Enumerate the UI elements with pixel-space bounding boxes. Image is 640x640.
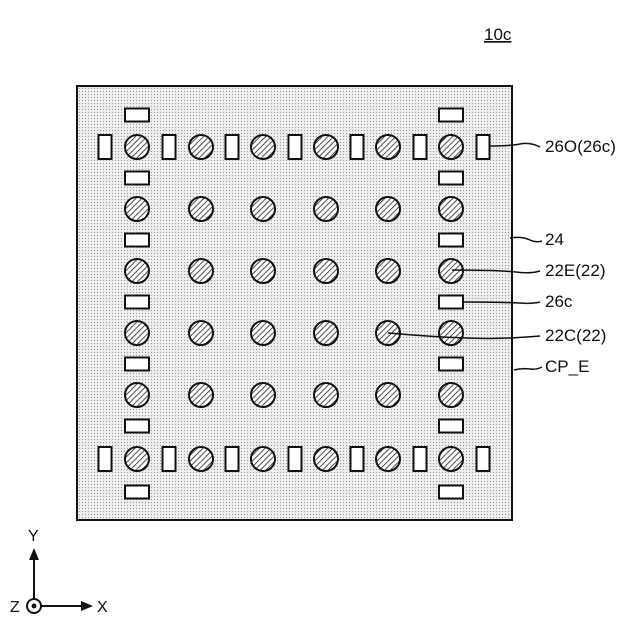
- label-26c: 26c: [545, 292, 573, 311]
- dummy-pad: [477, 135, 490, 159]
- dummy-pad: [414, 447, 427, 471]
- pad: [439, 234, 463, 247]
- edge-bump: [125, 197, 149, 221]
- dummy-pad: [226, 135, 239, 159]
- center-bump: [314, 197, 338, 221]
- edge-bump: [125, 447, 149, 471]
- dummy-pad: [351, 447, 364, 471]
- pad: [439, 420, 463, 433]
- center-bump: [314, 259, 338, 283]
- edge-bump: [439, 197, 463, 221]
- dummy-pad: [99, 135, 112, 159]
- dummy-pad: [477, 447, 490, 471]
- center-bump: [251, 321, 275, 345]
- pad: [439, 109, 463, 122]
- x-axis-label: X: [97, 599, 108, 616]
- dummy-pad: [226, 447, 239, 471]
- label-22c: 22C(22): [545, 326, 606, 345]
- center-bump: [251, 259, 275, 283]
- dummy-pad: [163, 447, 176, 471]
- pad: [125, 358, 149, 371]
- edge-bump: [439, 259, 463, 283]
- center-bump: [189, 321, 213, 345]
- center-bump: [251, 447, 275, 471]
- center-bump: [376, 383, 400, 407]
- pad: [125, 172, 149, 185]
- center-bump: [314, 135, 338, 159]
- center-bump: [189, 197, 213, 221]
- pad: [439, 296, 463, 309]
- edge-bump: [439, 321, 463, 345]
- pad: [125, 420, 149, 433]
- pad: [125, 486, 149, 499]
- edge-bump: [125, 383, 149, 407]
- center-bump: [251, 383, 275, 407]
- y-axis-label: Y: [28, 528, 39, 545]
- pad: [125, 234, 149, 247]
- dummy-pad: [414, 135, 427, 159]
- edge-bump: [439, 447, 463, 471]
- center-bump: [189, 383, 213, 407]
- leader-cpe: [514, 367, 542, 370]
- center-bump: [314, 321, 338, 345]
- center-bump: [251, 135, 275, 159]
- figure-label: 10c: [484, 25, 512, 44]
- label-22e: 22E(22): [545, 261, 605, 280]
- center-bump: [251, 197, 275, 221]
- center-bump: [314, 383, 338, 407]
- center-bump: [314, 447, 338, 471]
- leader-24: [510, 237, 542, 241]
- edge-bump: [439, 383, 463, 407]
- label-26o: 26O(26c): [545, 137, 616, 156]
- edge-bump: [439, 135, 463, 159]
- pad: [439, 486, 463, 499]
- dummy-pad: [351, 135, 364, 159]
- edge-bump: [125, 259, 149, 283]
- axis-indicator: Y X Z: [10, 528, 108, 616]
- x-arrow-icon: [81, 601, 93, 611]
- center-bump: [189, 447, 213, 471]
- dummy-pad: [289, 135, 302, 159]
- label-24: 24: [545, 230, 564, 249]
- y-arrow-icon: [29, 548, 39, 560]
- z-axis-label: Z: [10, 599, 20, 616]
- center-bump: [376, 197, 400, 221]
- pad: [125, 109, 149, 122]
- pad: [439, 358, 463, 371]
- center-bump: [376, 447, 400, 471]
- center-bump: [376, 135, 400, 159]
- center-bump: [376, 259, 400, 283]
- label-cpe: CP_E: [545, 357, 589, 376]
- dummy-pad: [289, 447, 302, 471]
- dummy-pad: [163, 135, 176, 159]
- dummy-pad: [99, 447, 112, 471]
- center-bump: [189, 135, 213, 159]
- center-bump: [189, 259, 213, 283]
- edge-bump: [125, 135, 149, 159]
- edge-bump: [125, 321, 149, 345]
- pad: [125, 296, 149, 309]
- pad: [439, 172, 463, 185]
